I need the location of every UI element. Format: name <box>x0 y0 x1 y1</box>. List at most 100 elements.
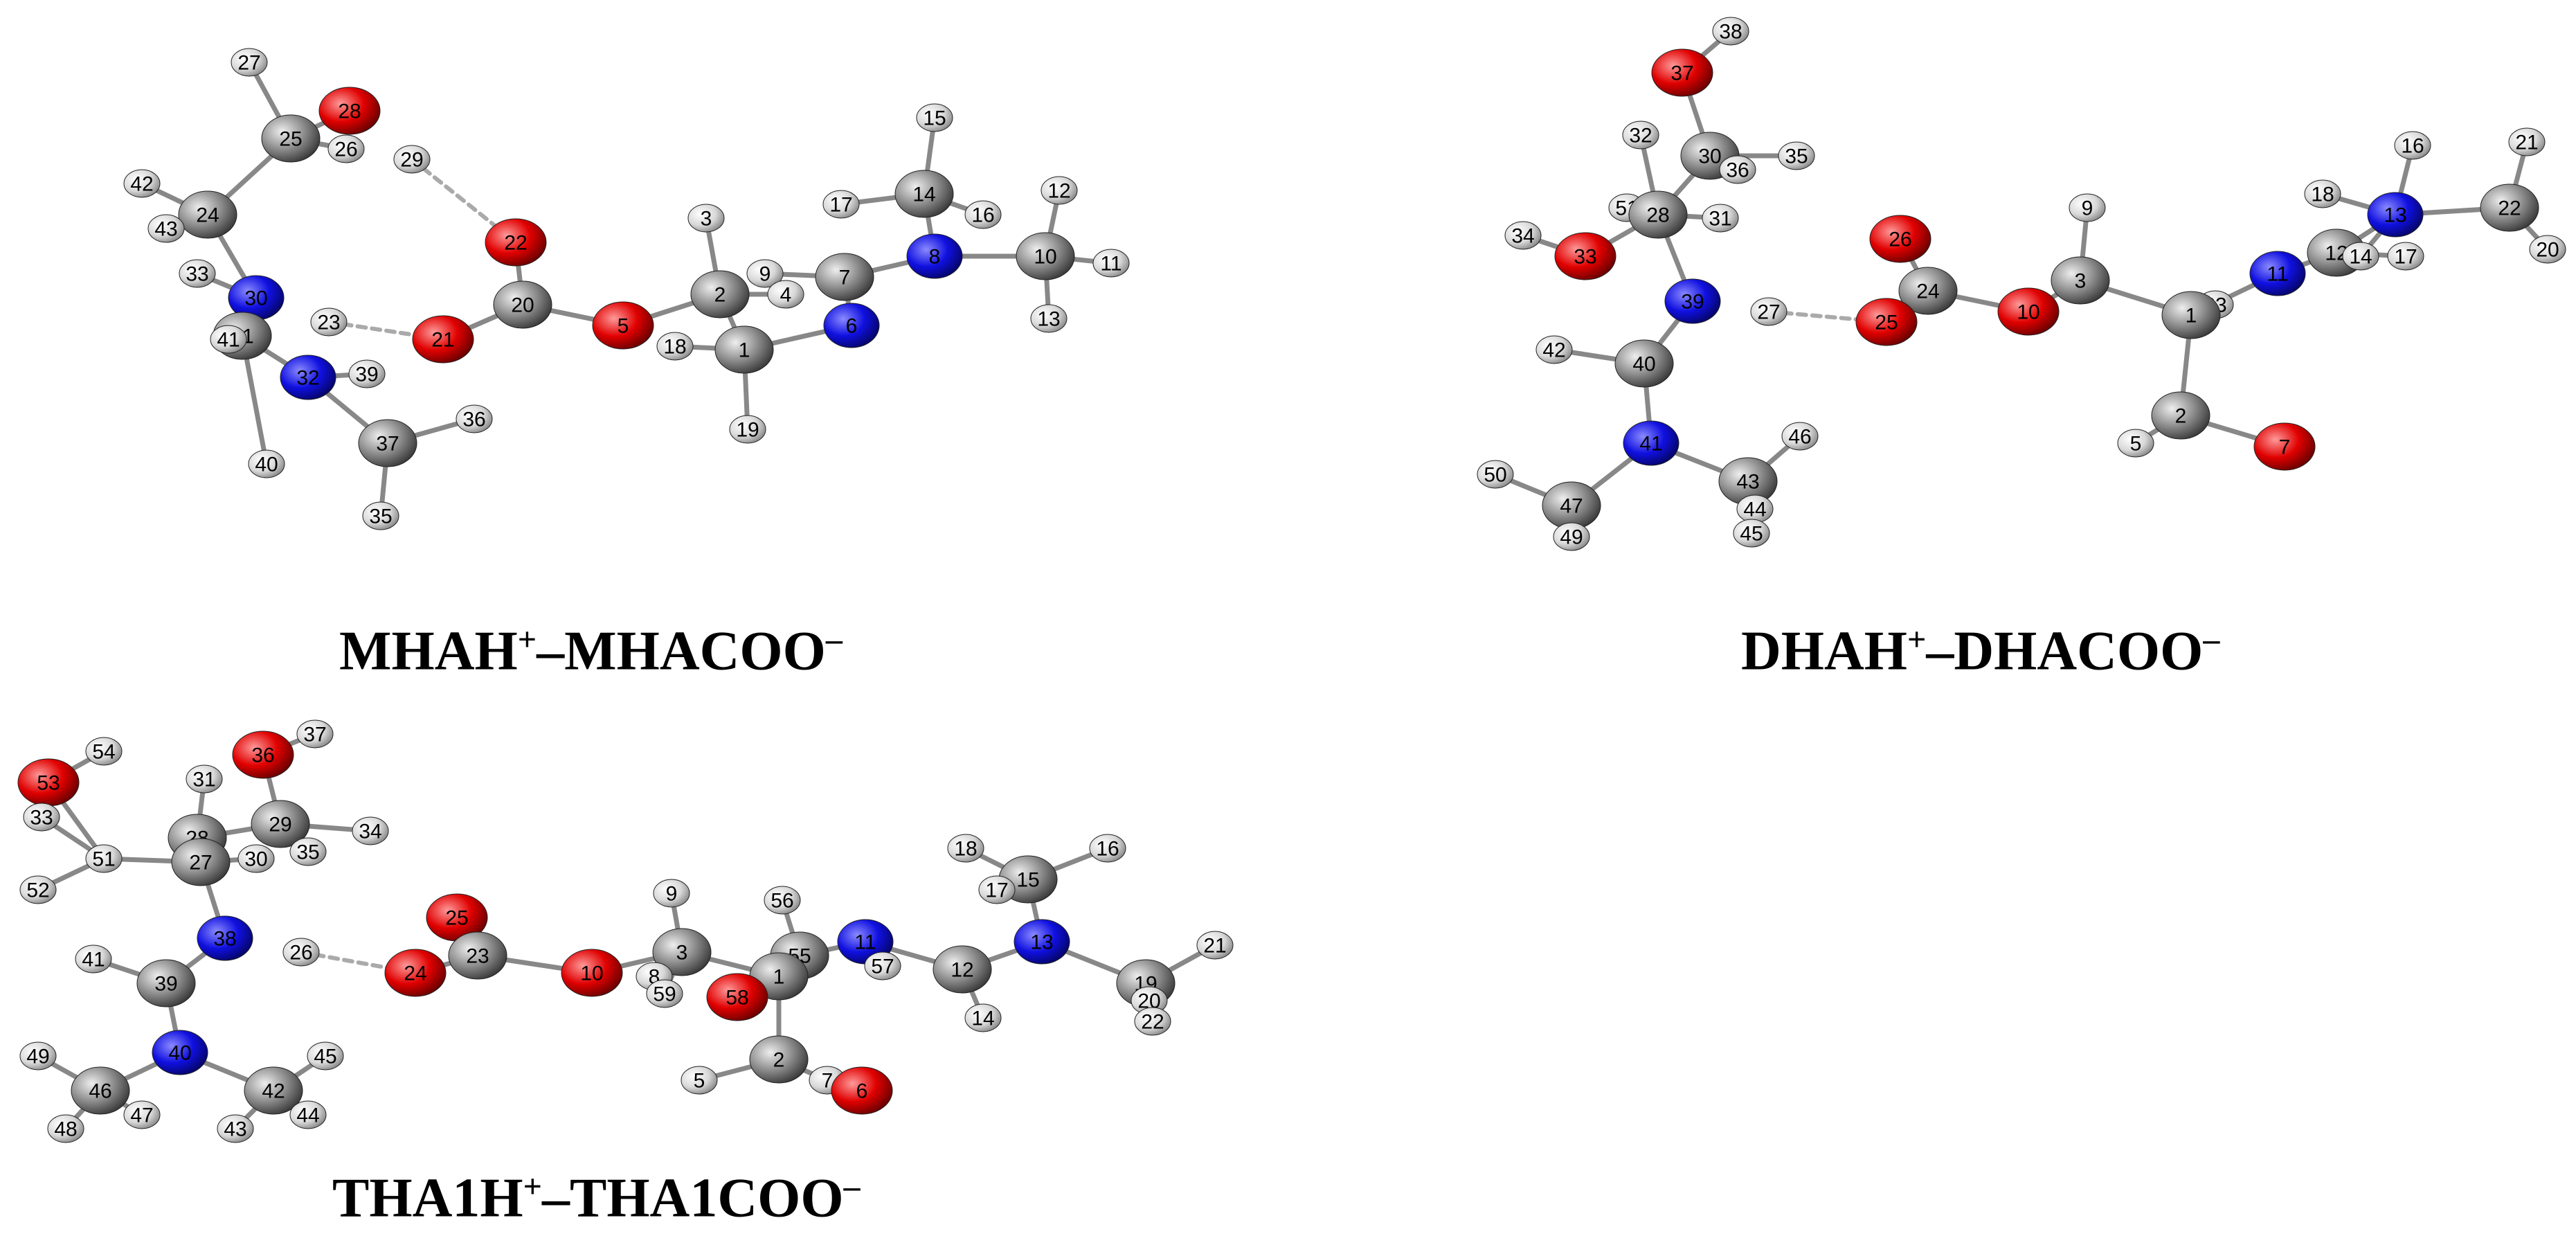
atom-label: 21 <box>431 329 454 352</box>
atom-mha-9: 9 <box>746 259 784 288</box>
atom-dha-35: 35 <box>1778 141 1815 170</box>
atom-label: 17 <box>2394 246 2417 269</box>
atom-dha-17: 17 <box>2387 242 2424 271</box>
atom-tha1-2: 2 <box>749 1035 809 1084</box>
atom-tha1-52: 52 <box>19 875 57 904</box>
molecule-panel-tha1h-tha1coo: 3754363153332934281618353051271517529562… <box>17 719 1234 1143</box>
atom-label: 15 <box>923 107 946 130</box>
atom-label: 35 <box>296 841 319 864</box>
atom-label: 25 <box>279 128 302 151</box>
atom-tha1-36: 36 <box>232 731 294 779</box>
atom-dha-27: 27 <box>1750 297 1787 326</box>
atom-dha-39: 39 <box>1664 278 1721 324</box>
atom-label: 14 <box>971 1007 994 1030</box>
atom-label: 28 <box>1646 204 1669 227</box>
atom-tha1-21: 21 <box>1196 931 1234 960</box>
atom-mha-19: 19 <box>729 415 766 444</box>
atom-mha-22: 22 <box>485 218 547 267</box>
atom-label: 10 <box>2017 301 2039 324</box>
atom-label: 46 <box>89 1080 111 1103</box>
atom-label: 26 <box>1889 229 1911 251</box>
atom-label: 5 <box>2130 433 2142 456</box>
atom-label: 7 <box>2279 436 2291 459</box>
atom-mha-16: 16 <box>964 200 1002 229</box>
atom-label: 5 <box>618 315 629 338</box>
atom-label: 48 <box>54 1118 77 1141</box>
atom-label: 1 <box>739 339 750 362</box>
atom-tha1-46: 46 <box>71 1066 130 1115</box>
atom-label: 18 <box>954 838 977 861</box>
atom-label: 10 <box>1034 246 1056 269</box>
atom-mha-35: 35 <box>362 501 399 530</box>
atom-label: 32 <box>1629 125 1652 147</box>
atom-dha-28: 28 <box>1628 190 1688 239</box>
atom-label: 9 <box>2082 197 2093 220</box>
atom-label: 35 <box>1785 145 1808 168</box>
atom-label: 36 <box>462 409 485 431</box>
atom-tha1-59: 59 <box>646 979 683 1008</box>
atom-label: 14 <box>912 183 935 206</box>
atom-label: 2 <box>714 284 726 307</box>
atom-mha-26: 26 <box>327 134 365 163</box>
atom-dha-1: 1 <box>2161 291 2221 339</box>
atom-label: 25 <box>445 907 468 930</box>
atom-label: 11 <box>1100 253 1122 276</box>
atom-tha1-23: 23 <box>448 931 507 980</box>
atom-label: 22 <box>504 232 527 255</box>
atom-mha-20: 20 <box>493 280 552 329</box>
atom-label: 36 <box>251 744 274 767</box>
atom-label: 42 <box>1542 339 1565 362</box>
atom-dha-21: 21 <box>2508 127 2546 156</box>
atom-tha1-5: 5 <box>681 1066 718 1095</box>
atom-tha1-51: 51 <box>85 844 123 873</box>
caption-dhah-dhacoo: DHAH+–DHACOO– <box>1741 620 2220 682</box>
atom-mha-40: 40 <box>248 449 285 478</box>
atom-dha-40: 40 <box>1614 339 1674 388</box>
atom-label: 10 <box>580 962 603 985</box>
atom-dha-13: 13 <box>2367 192 2424 238</box>
atom-dha-26: 26 <box>1869 215 1931 263</box>
atom-label: 36 <box>1726 159 1749 182</box>
atom-label: 42 <box>130 173 153 196</box>
atom-label: 22 <box>1141 1011 1164 1034</box>
atom-tha1-41: 41 <box>75 944 112 974</box>
atom-tha1-27: 27 <box>171 838 231 886</box>
caption-tha1h-tha1coo: THA1H+–THA1COO– <box>332 1167 861 1229</box>
atom-label: 2 <box>2175 405 2187 428</box>
atom-tha1-39: 39 <box>136 959 196 1007</box>
atom-label: 32 <box>296 367 319 390</box>
atom-tha1-24: 24 <box>384 949 447 997</box>
atom-label: 38 <box>213 928 236 951</box>
atom-mha-12: 12 <box>1041 176 1078 205</box>
atom-label: 57 <box>871 956 894 978</box>
atom-label: 59 <box>653 983 676 1006</box>
atom-label: 22 <box>2498 197 2521 220</box>
atom-dha-7: 7 <box>2253 422 2316 471</box>
atom-dha-10: 10 <box>1997 287 2060 336</box>
atom-mha-3: 3 <box>687 204 725 233</box>
atom-mha-29: 29 <box>393 145 431 174</box>
atom-mha-4: 4 <box>767 280 804 309</box>
atom-dha-38: 38 <box>1712 17 1749 46</box>
atom-dha-46: 46 <box>1781 422 1819 451</box>
atom-label: 27 <box>237 52 260 75</box>
atom-mha-8: 8 <box>906 233 963 279</box>
atom-label: 33 <box>186 263 208 286</box>
atom-label: 43 <box>154 218 177 241</box>
atom-label: 25 <box>1875 312 1898 334</box>
atom-label: 37 <box>1670 62 1693 85</box>
atom-label: 13 <box>2384 204 2406 227</box>
atom-label: 44 <box>296 1104 319 1127</box>
atom-label: 45 <box>1740 523 1763 546</box>
atom-dha-16: 16 <box>2394 131 2431 160</box>
atom-mha-7: 7 <box>815 253 874 301</box>
atom-tha1-56: 56 <box>764 886 801 915</box>
atom-dha-34: 34 <box>1504 221 1542 250</box>
atom-label: 43 <box>1736 471 1759 494</box>
atom-label: 29 <box>269 814 291 836</box>
atom-tha1-48: 48 <box>47 1114 84 1143</box>
atom-label: 40 <box>1632 353 1655 376</box>
atom-label: 9 <box>666 883 678 906</box>
atom-label: 41 <box>82 949 105 971</box>
atom-mha-13: 13 <box>1030 304 1068 333</box>
